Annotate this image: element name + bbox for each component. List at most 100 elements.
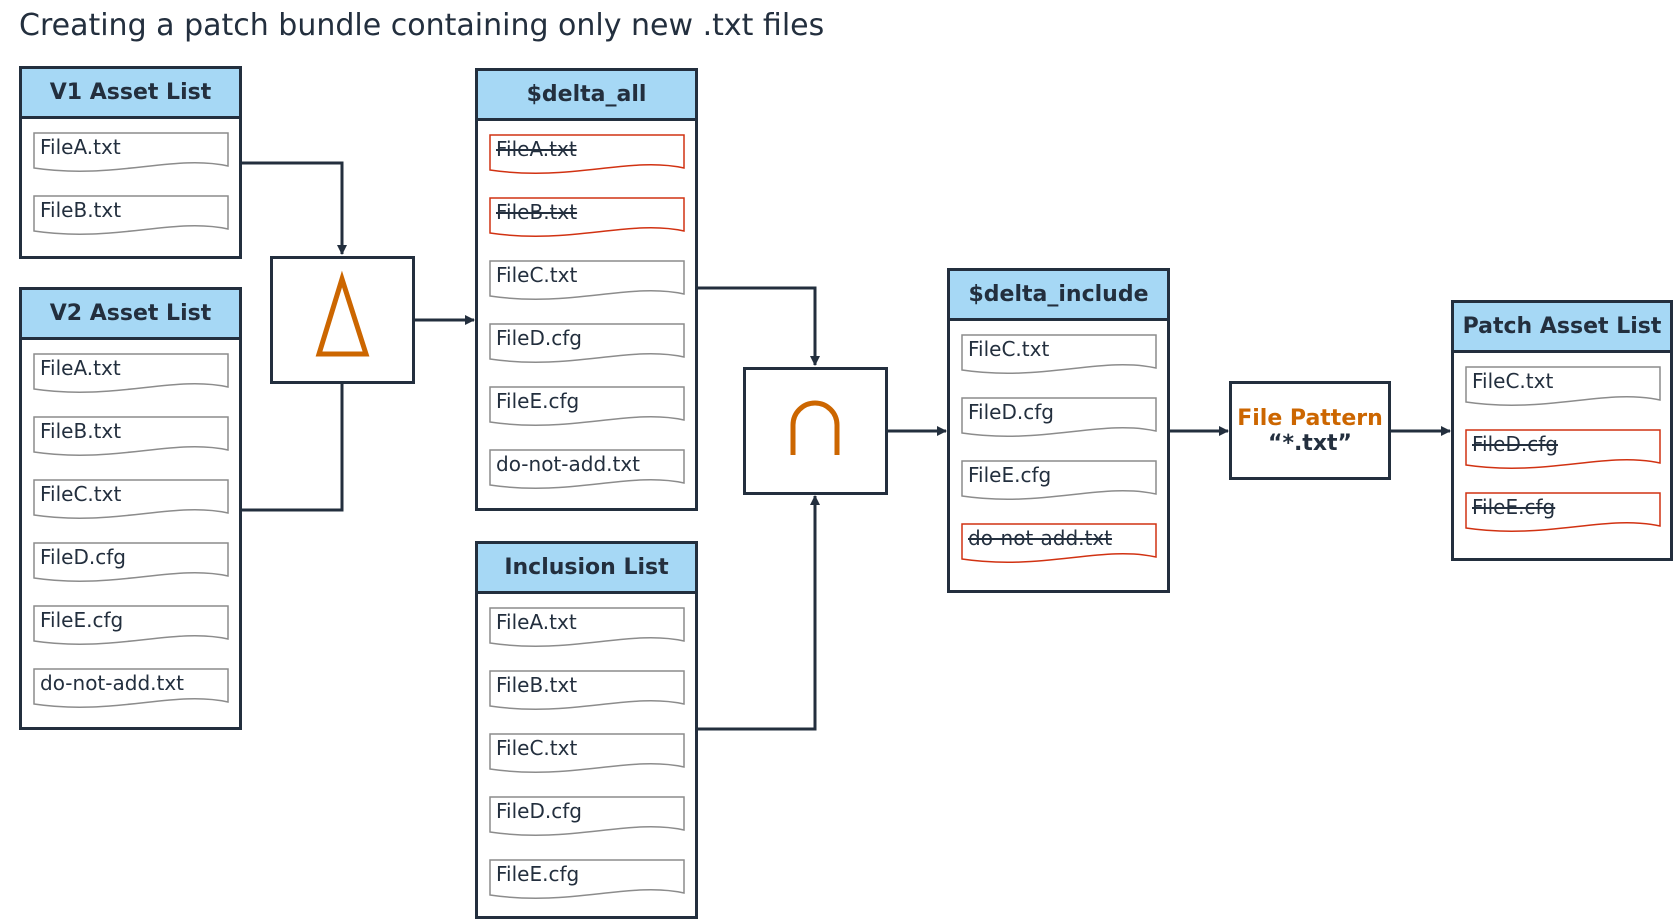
delta-operator <box>270 256 415 384</box>
file-name: FileE.cfg <box>496 389 580 413</box>
panel-title: Patch Asset List <box>1454 303 1670 353</box>
file-item: FileA.txt <box>489 607 685 651</box>
document-icon <box>33 605 229 645</box>
file-name: FileA.txt <box>496 610 577 634</box>
file-name: FileB.txt <box>40 419 122 443</box>
filter-pattern: “*.txt” <box>1267 430 1352 456</box>
file-name: FileE.cfg <box>496 862 580 886</box>
file-name: FileC.txt <box>1472 369 1554 393</box>
file-item: FileC.txt <box>489 733 685 777</box>
arrow-v1-to-delta <box>240 161 347 255</box>
file-item-excluded: do-not-add.txt <box>961 523 1157 567</box>
document-icon <box>489 449 685 489</box>
delta-icon <box>315 270 370 357</box>
file-item: FileB.txt <box>489 670 685 714</box>
file-name: FileC.txt <box>40 482 122 506</box>
file-name: FileC.txt <box>968 337 1050 361</box>
panel-title: Inclusion List <box>478 544 695 594</box>
file-item-excluded: FileB.txt <box>489 197 685 241</box>
file-item: FileD.cfg <box>489 796 685 840</box>
file-name: FileD.cfg <box>496 799 582 823</box>
file-item-excluded: FileA.txt <box>489 134 685 178</box>
file-item: do-not-add.txt <box>33 668 229 712</box>
file-name: FileE.cfg <box>40 608 124 632</box>
file-item: FileE.cfg <box>33 605 229 649</box>
arrow-v2-to-delta <box>240 356 347 512</box>
file-name: FileE.cfg <box>1472 495 1556 519</box>
file-name: FileB.txt <box>40 198 122 222</box>
file-item: FileC.txt <box>961 334 1157 378</box>
file-name: FileD.cfg <box>968 400 1054 424</box>
document-icon <box>1465 366 1661 406</box>
file-item: FileB.txt <box>33 195 229 239</box>
document-icon <box>33 668 229 708</box>
document-icon <box>33 195 229 235</box>
file-item: FileA.txt <box>33 353 229 397</box>
file-name: FileA.txt <box>496 137 577 161</box>
arrow-inclusion-to-intersect <box>696 495 820 731</box>
document-icon <box>489 670 685 710</box>
document-icon <box>489 733 685 773</box>
file-item-excluded: FileD.cfg <box>1465 429 1661 473</box>
panel-title: V2 Asset List <box>22 290 239 340</box>
document-icon <box>961 334 1157 374</box>
file-item: FileC.txt <box>489 260 685 304</box>
file-name: FileB.txt <box>496 673 578 697</box>
document-icon <box>33 542 229 582</box>
file-name: FileA.txt <box>40 135 121 159</box>
document-icon <box>489 323 685 363</box>
file-name: FileC.txt <box>496 263 578 287</box>
panel-title: $delta_include <box>950 271 1167 321</box>
document-icon <box>33 416 229 456</box>
file-item-excluded: FileE.cfg <box>1465 492 1661 536</box>
document-icon <box>489 607 685 647</box>
file-pattern-filter: File Pattern “*.txt” <box>1229 381 1391 480</box>
document-icon <box>489 859 685 899</box>
panel-title: $delta_all <box>478 71 695 121</box>
file-name: FileA.txt <box>40 356 121 380</box>
file-name: FileE.cfg <box>968 463 1052 487</box>
document-icon <box>33 353 229 393</box>
document-icon <box>961 523 1157 563</box>
document-icon <box>489 260 685 300</box>
file-item: FileE.cfg <box>961 460 1157 504</box>
file-item: FileD.cfg <box>961 397 1157 441</box>
file-item: FileE.cfg <box>489 386 685 430</box>
document-icon <box>961 460 1157 500</box>
file-item: FileB.txt <box>33 416 229 460</box>
document-icon <box>489 197 685 237</box>
document-icon <box>33 479 229 519</box>
file-item: FileD.cfg <box>489 323 685 367</box>
file-item: do-not-add.txt <box>489 449 685 493</box>
document-icon <box>33 132 229 172</box>
diagram-title: Creating a patch bundle containing only … <box>19 8 825 43</box>
file-name: FileD.cfg <box>496 326 582 350</box>
file-name: do-not-add.txt <box>496 452 641 476</box>
file-name: do-not-add.txt <box>968 526 1113 550</box>
file-item: FileD.cfg <box>33 542 229 586</box>
document-icon <box>1465 429 1661 469</box>
document-icon <box>489 386 685 426</box>
arrow-delta-all-to-intersect <box>696 286 820 366</box>
file-name: FileD.cfg <box>1472 432 1558 456</box>
file-name: do-not-add.txt <box>40 671 185 695</box>
file-item: FileC.txt <box>1465 366 1661 410</box>
file-item: FileC.txt <box>33 479 229 523</box>
file-item: FileA.txt <box>33 132 229 176</box>
document-icon <box>489 796 685 836</box>
panel-title: V1 Asset List <box>22 69 239 119</box>
intersection-icon <box>790 400 840 455</box>
intersection-operator <box>743 367 888 495</box>
file-name: FileC.txt <box>496 736 578 760</box>
file-item: FileE.cfg <box>489 859 685 903</box>
document-icon <box>961 397 1157 437</box>
document-icon <box>1465 492 1661 532</box>
file-name: FileD.cfg <box>40 545 126 569</box>
